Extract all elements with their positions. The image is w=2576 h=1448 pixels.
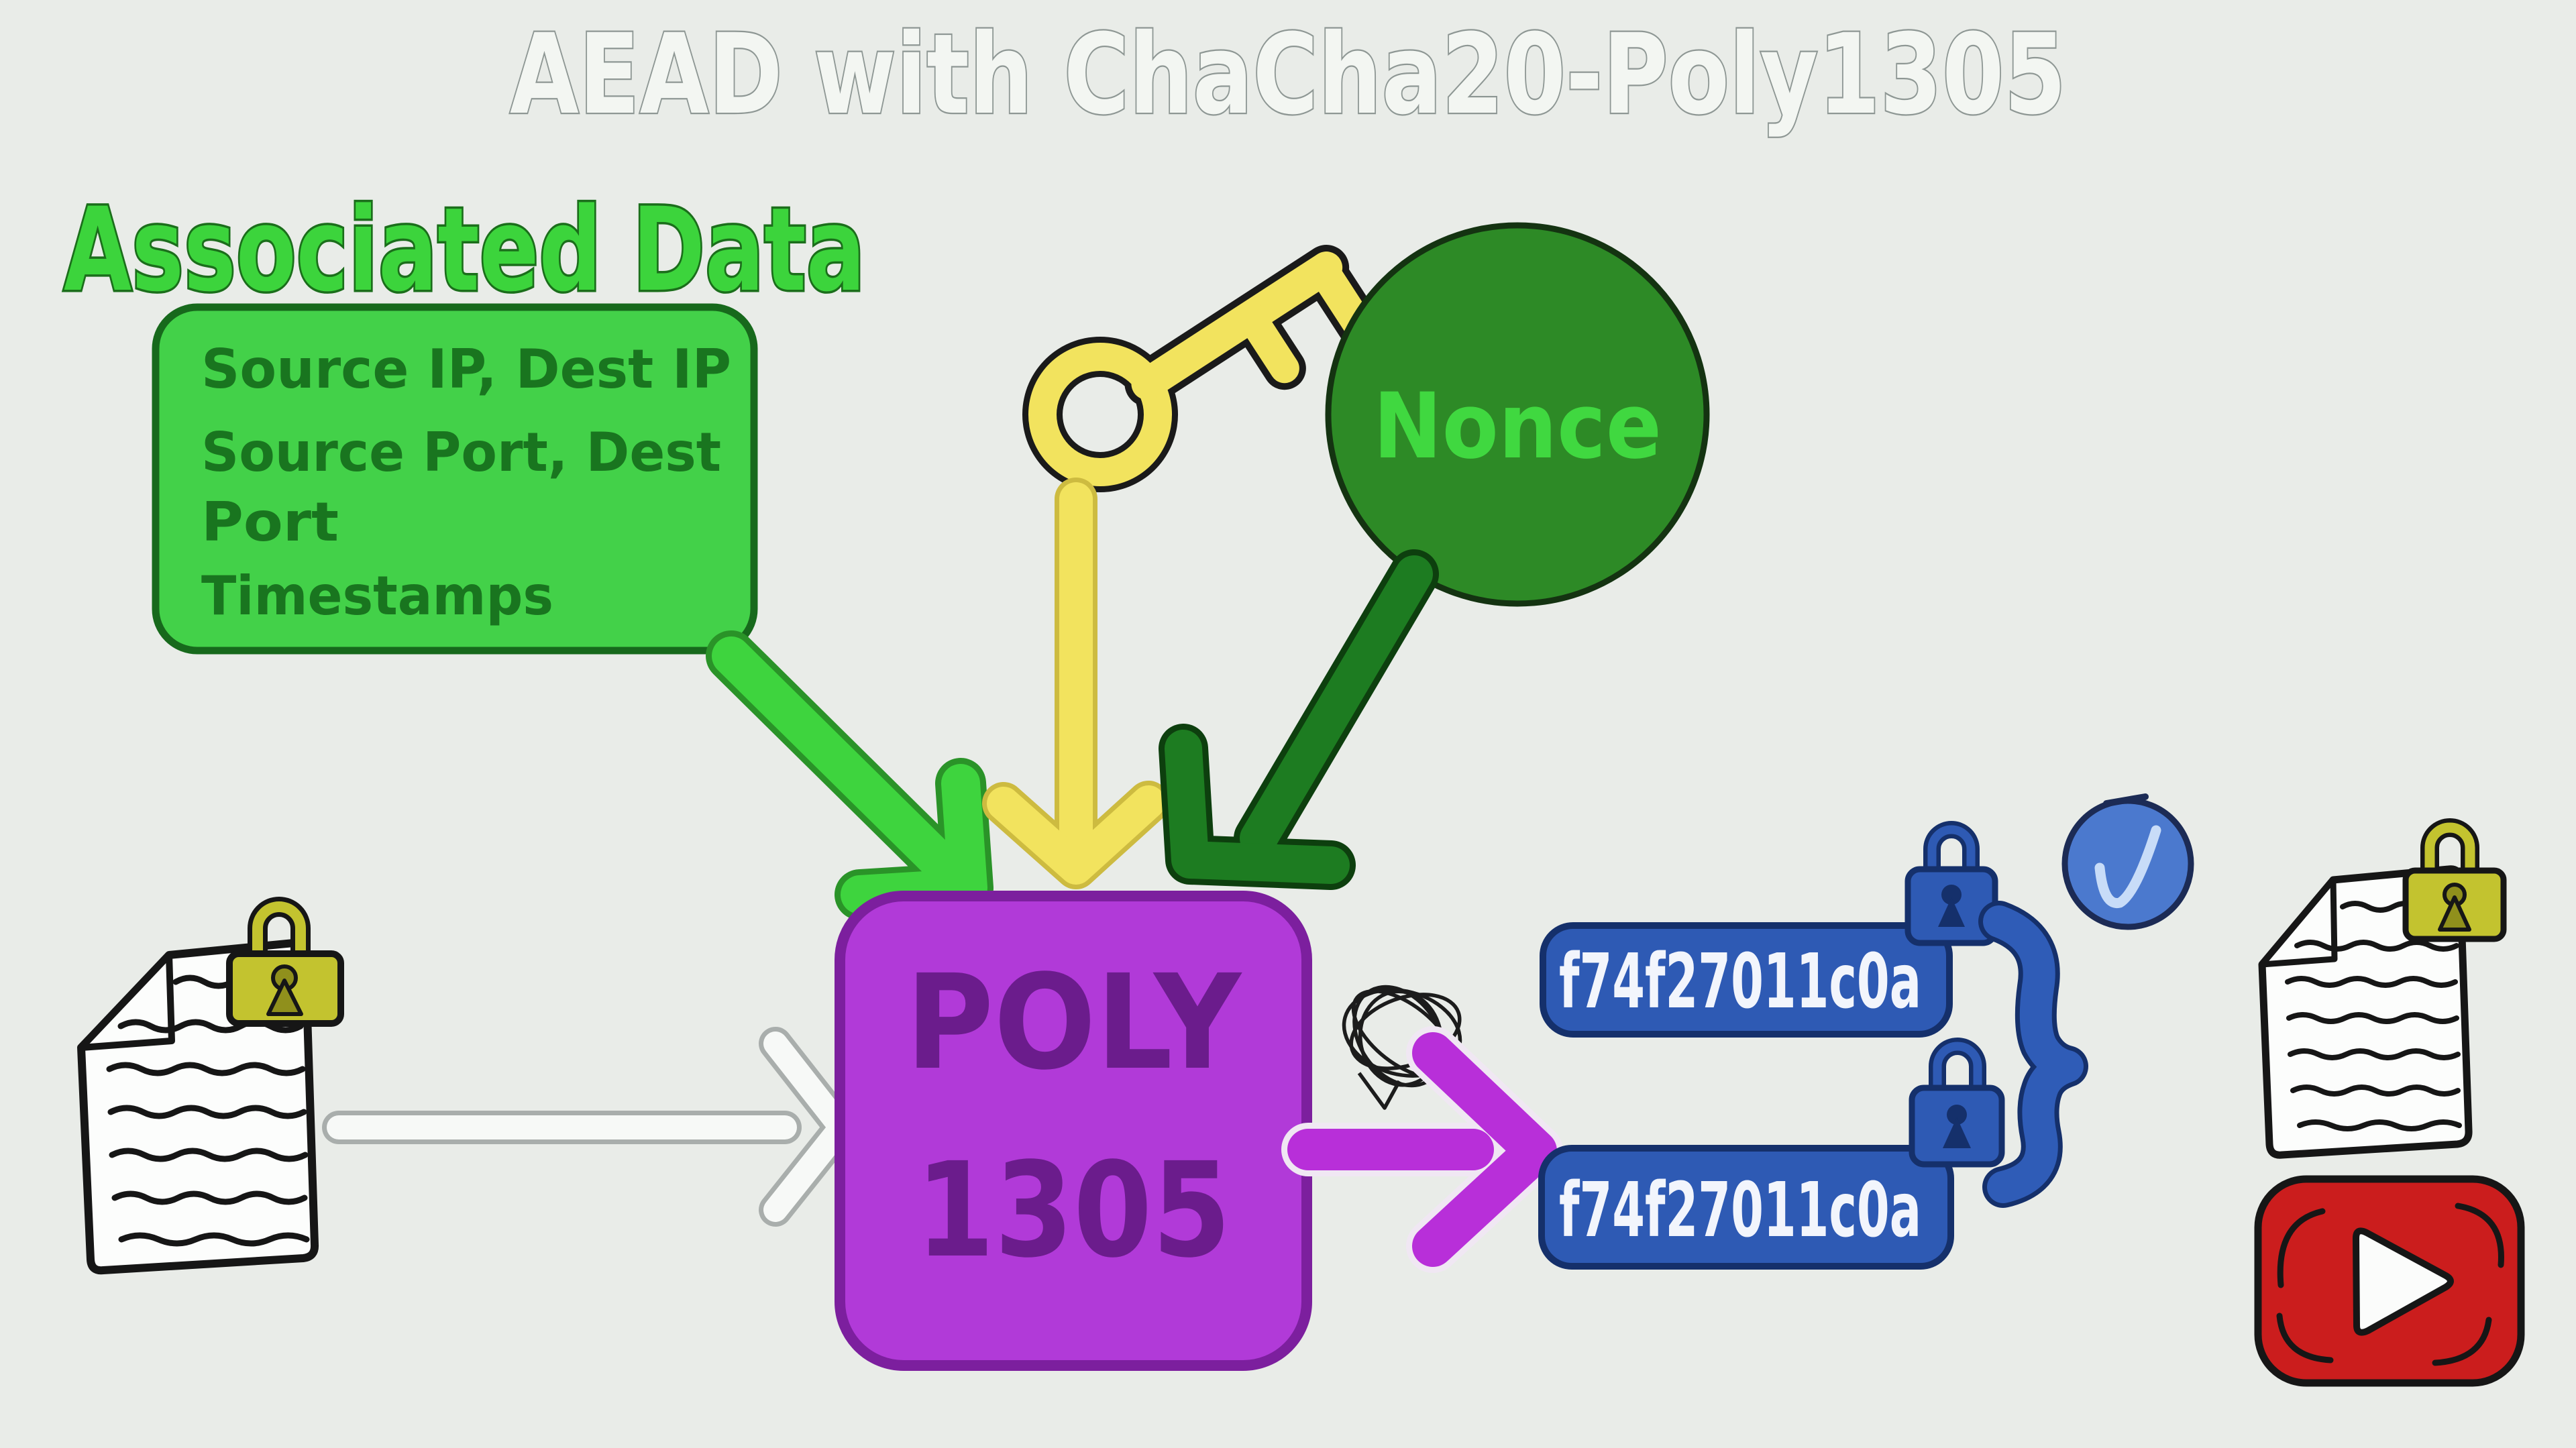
keyhole bbox=[1941, 885, 1962, 905]
auth-tag-pill bbox=[1540, 922, 1953, 1038]
auth-tag-value: f74f27011c0a bbox=[1559, 938, 1921, 1025]
blue-padlock-icon bbox=[1904, 821, 1998, 946]
poly1305-box: POLY 1305 bbox=[835, 891, 1312, 1371]
auth-tag-pill bbox=[1538, 1145, 1954, 1270]
curly-brace bbox=[1978, 901, 2088, 1208]
circle-sketch-stroke bbox=[2103, 793, 2149, 807]
associated-data-line: Timestamps bbox=[201, 565, 553, 627]
nonce-arrow bbox=[1159, 549, 1439, 890]
document-text-line bbox=[111, 1190, 308, 1205]
keyhole bbox=[1947, 1105, 1967, 1125]
poly1305-label-line1: POLY bbox=[906, 946, 1243, 1099]
document-text-line bbox=[109, 1148, 309, 1162]
associated-data-arrow bbox=[706, 630, 994, 920]
auth-tag-value: f74f27011c0a bbox=[1559, 1167, 1921, 1254]
plaintext-document-icon bbox=[77, 897, 344, 1275]
document-text-line bbox=[2297, 1119, 2462, 1131]
checkmark-circle-icon bbox=[2061, 793, 2194, 930]
associated-data-line: Port bbox=[201, 491, 339, 553]
associated-data-box: Source IP, Dest IP Source Port, Dest Por… bbox=[152, 303, 758, 655]
document-fold-corner bbox=[2259, 877, 2338, 968]
key-arrow bbox=[982, 478, 1170, 889]
plaintext-arrow bbox=[322, 1027, 858, 1227]
keyhole bbox=[1943, 1117, 1971, 1148]
document-text-line bbox=[2290, 1084, 2461, 1097]
document-text-line bbox=[2294, 940, 2459, 952]
associated-data-box-bg bbox=[152, 303, 758, 655]
key-icon bbox=[1022, 245, 1388, 492]
page-title: AEAD with ChaCha20-Poly1305 bbox=[510, 10, 2066, 139]
associated-data-line: Source Port, Dest bbox=[201, 421, 721, 484]
youtube-play-icon bbox=[2254, 1175, 2525, 1387]
document-text-line bbox=[2285, 976, 2458, 988]
keyhole bbox=[2438, 895, 2471, 932]
document-text-line bbox=[106, 1062, 306, 1076]
keyhole bbox=[266, 979, 303, 1016]
play-triangle bbox=[2353, 1227, 2454, 1336]
auth-tag-top: f74f27011c0a bbox=[1540, 821, 1998, 1038]
encrypted-document-icon bbox=[2258, 818, 2507, 1159]
nonce-circle: Nonce bbox=[1325, 222, 1710, 607]
sketch-strokes bbox=[2276, 1203, 2504, 1366]
nonce-circle-bg bbox=[1325, 222, 1710, 607]
padlock-icon bbox=[226, 897, 344, 1027]
document-text-line bbox=[2286, 1012, 2459, 1024]
document-fold-corner bbox=[78, 952, 175, 1051]
document-text-line bbox=[2288, 1048, 2461, 1060]
auth-tag-bottom: f74f27011c0a bbox=[1538, 1038, 2005, 1270]
padlock-icon bbox=[2402, 818, 2507, 942]
nonce-label: Nonce bbox=[1373, 374, 1662, 479]
ciphertext-arrow bbox=[1281, 1026, 1563, 1273]
checkmark-icon bbox=[2094, 825, 2161, 909]
associated-data-line: Source IP, Dest IP bbox=[201, 338, 731, 400]
blue-padlock-icon bbox=[1909, 1038, 2005, 1168]
associated-data-heading: Associated Data bbox=[64, 182, 865, 317]
document-text-line bbox=[107, 1105, 307, 1119]
document-text-line bbox=[118, 1232, 310, 1247]
keyhole bbox=[1938, 897, 1965, 927]
poly1305-label-line2: 1305 bbox=[916, 1134, 1231, 1286]
